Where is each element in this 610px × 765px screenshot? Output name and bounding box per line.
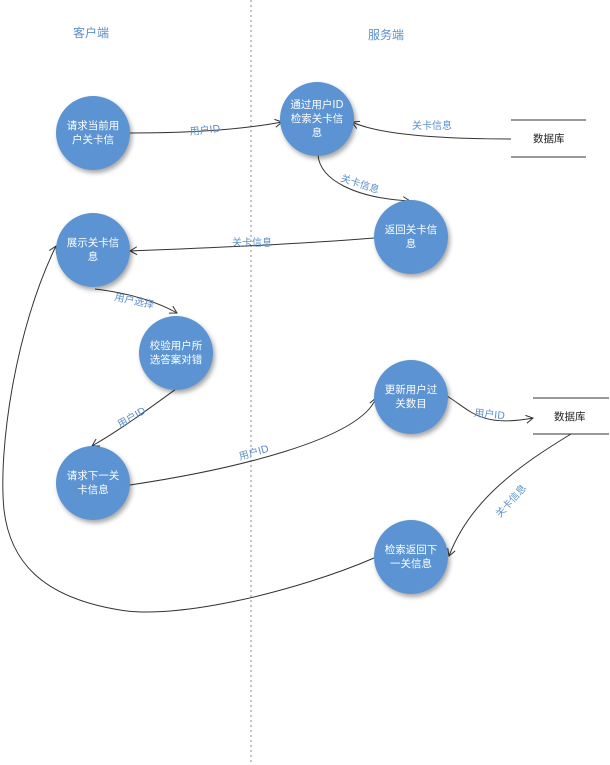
database-label-1: 数据库: [533, 133, 565, 145]
node-retrieve-level: 通过用户ID检索关卡信息: [280, 82, 354, 156]
node-return-level: 返回关卡信息: [374, 200, 448, 274]
edge-level-info-to-show: [128, 237, 375, 256]
edge-level-info-from-db: [351, 120, 512, 140]
database-store-1: [511, 119, 586, 158]
node-update-passed-count: 更新用户过关数目: [374, 360, 448, 434]
edge-user-choice: [94, 288, 178, 314]
node-validate-answer: 校验用户所选答案对错: [139, 316, 213, 390]
edge-user-id-validate: [91, 388, 177, 447]
edge-user-id-update: [129, 397, 378, 486]
edge-label-user-id-1: 用户ID: [189, 122, 221, 138]
edge-label-level-info-show: 关卡信息: [232, 236, 272, 249]
edge-label-level-info-next: 关卡信息: [493, 482, 529, 520]
edge-user-id-to-db: [446, 395, 534, 424]
lane-title-server: 服务端: [368, 28, 405, 42]
edge-user-id-request: [129, 118, 283, 134]
node-request-next-level: 请求下一关卡信息: [56, 446, 130, 520]
edge-label-user-id-update: 用户ID: [237, 442, 270, 463]
edge-label-user-id-db: 用户ID: [474, 406, 506, 422]
database-label-2: 数据库: [554, 411, 586, 423]
node-show-level: 展示关卡信息: [56, 213, 130, 287]
lane-title-client: 客户端: [73, 26, 110, 40]
edge-label-user-choice: 用户选择: [113, 290, 155, 311]
edge-label-level-info-db: 关卡信息: [412, 119, 452, 132]
edge-level-info-to-return: [317, 154, 412, 206]
edge-label-user-id-validate: 用户ID: [115, 404, 148, 431]
node-retrieve-next-level: 检索返回下一关信息: [374, 520, 448, 594]
edge-level-info-next: [447, 433, 572, 557]
node-request-user-level: 请求当前用户关卡信: [56, 96, 130, 170]
edge-loop-to-show: [2, 245, 375, 613]
